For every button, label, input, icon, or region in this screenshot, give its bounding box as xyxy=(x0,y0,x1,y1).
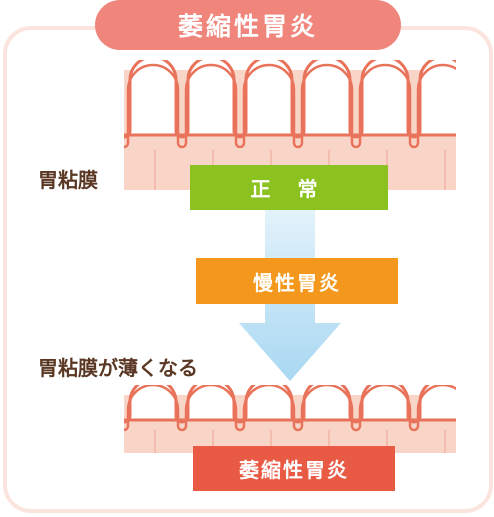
gastric-mucosa-label: 胃粘膜 xyxy=(38,168,98,192)
mucosa-thins-label: 胃粘膜が薄くなる xyxy=(38,356,198,380)
page-title: 萎縮性胃炎 xyxy=(95,0,401,50)
stage-chronic-gastritis-label: 慢性胃炎 xyxy=(196,258,398,304)
stage-atrophic-gastritis-label: 萎縮性胃炎 xyxy=(193,446,395,491)
stage-normal-label: 正 常 xyxy=(190,165,388,210)
